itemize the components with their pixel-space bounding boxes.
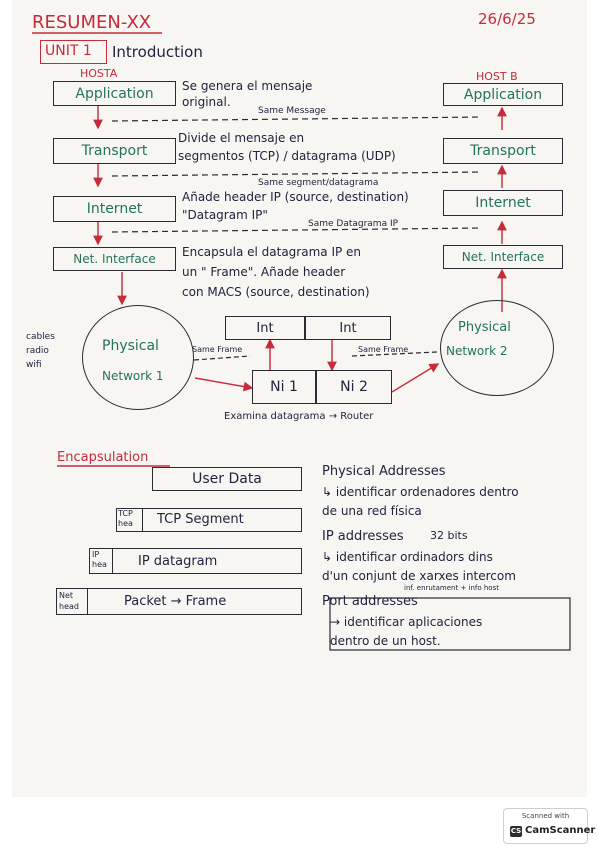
unit-badge: UNIT 1: [45, 43, 92, 59]
physical-network-2-label-b: Network 2: [446, 344, 508, 358]
unit-badge-box: [40, 40, 107, 64]
encapsulation-title: Encapsulation: [57, 450, 149, 465]
camscanner-logo-icon: CS: [510, 826, 522, 837]
ip-addresses-title: IP addresses: [322, 529, 404, 544]
encap-ip-header-cell: [89, 548, 113, 574]
router-int-right: Int: [305, 316, 391, 340]
physical-addresses-title: Physical Addresses: [322, 464, 446, 479]
unit-title: Introduction: [112, 43, 203, 61]
host-a-application-layer: Application: [53, 81, 176, 106]
peer-label-frame-left: Same Frame: [192, 345, 243, 354]
encap-tcp-label: TCP Segment: [157, 512, 244, 527]
peer-label-datagram: Same Datagrama IP: [308, 219, 399, 229]
camscanner-name: CamScanner: [525, 825, 596, 836]
host-a-net-interface-layer: Net. Interface: [53, 247, 176, 271]
router-ni-2: Ni 2: [316, 370, 392, 404]
host-b-internet-layer: Internet: [443, 190, 563, 216]
peer-label-message: Same Message: [258, 106, 326, 116]
host-b-transport-layer: Transport: [443, 138, 563, 164]
host-b-application-layer: Application: [443, 83, 563, 106]
peer-label-frame-right: Same Frame: [358, 345, 409, 354]
encap-row-user-data: User Data: [152, 467, 302, 491]
router-ni-1: Ni 1: [252, 370, 316, 404]
router-caption: Examina datagrama → Router: [224, 411, 374, 422]
physical-network-2-label-a: Physical: [458, 320, 511, 335]
ip-addresses-sub: inf. enrutament + info host: [404, 584, 499, 592]
encap-frame-header-cell: [56, 588, 88, 615]
encap-tcp-header-cell: [116, 508, 143, 532]
peer-label-segment: Same segment/datagrama: [258, 178, 379, 188]
physical-network-2: [440, 300, 554, 396]
port-addresses-title: Port addresses: [322, 594, 418, 609]
notebook-page: RESUMEN-XX 26/6/25 UNIT 1 Introduction H…: [12, 0, 587, 797]
page-date: 26/6/25: [478, 10, 536, 28]
physical-network-1: [82, 305, 194, 410]
ip-addresses-bits: 32 bits: [430, 529, 468, 542]
note-internet: Añade header IP (source, destination)"Da…: [182, 190, 409, 222]
host-a-transport-layer: Transport: [53, 138, 176, 164]
physical-network-1-label-b: Network 1: [102, 369, 164, 383]
host-b-label: HOST B: [476, 70, 518, 83]
host-a-label: HOSTA: [80, 67, 118, 80]
host-a-internet-layer: Internet: [53, 196, 176, 222]
encap-frame-label: Packet → Frame: [124, 594, 227, 609]
router-int-left: Int: [225, 316, 305, 340]
scanner-caption: Scanned with: [521, 812, 570, 820]
host-b-net-interface-layer: Net. Interface: [443, 245, 563, 269]
diagram-lines: [32, 32, 571, 651]
encap-ip-label: IP datagram: [138, 554, 218, 569]
physical-network-1-label-a: Physical: [102, 338, 159, 354]
page-title: RESUMEN-XX: [32, 12, 152, 33]
camscanner-badge: Scanned with CS CamScanner: [503, 808, 595, 844]
